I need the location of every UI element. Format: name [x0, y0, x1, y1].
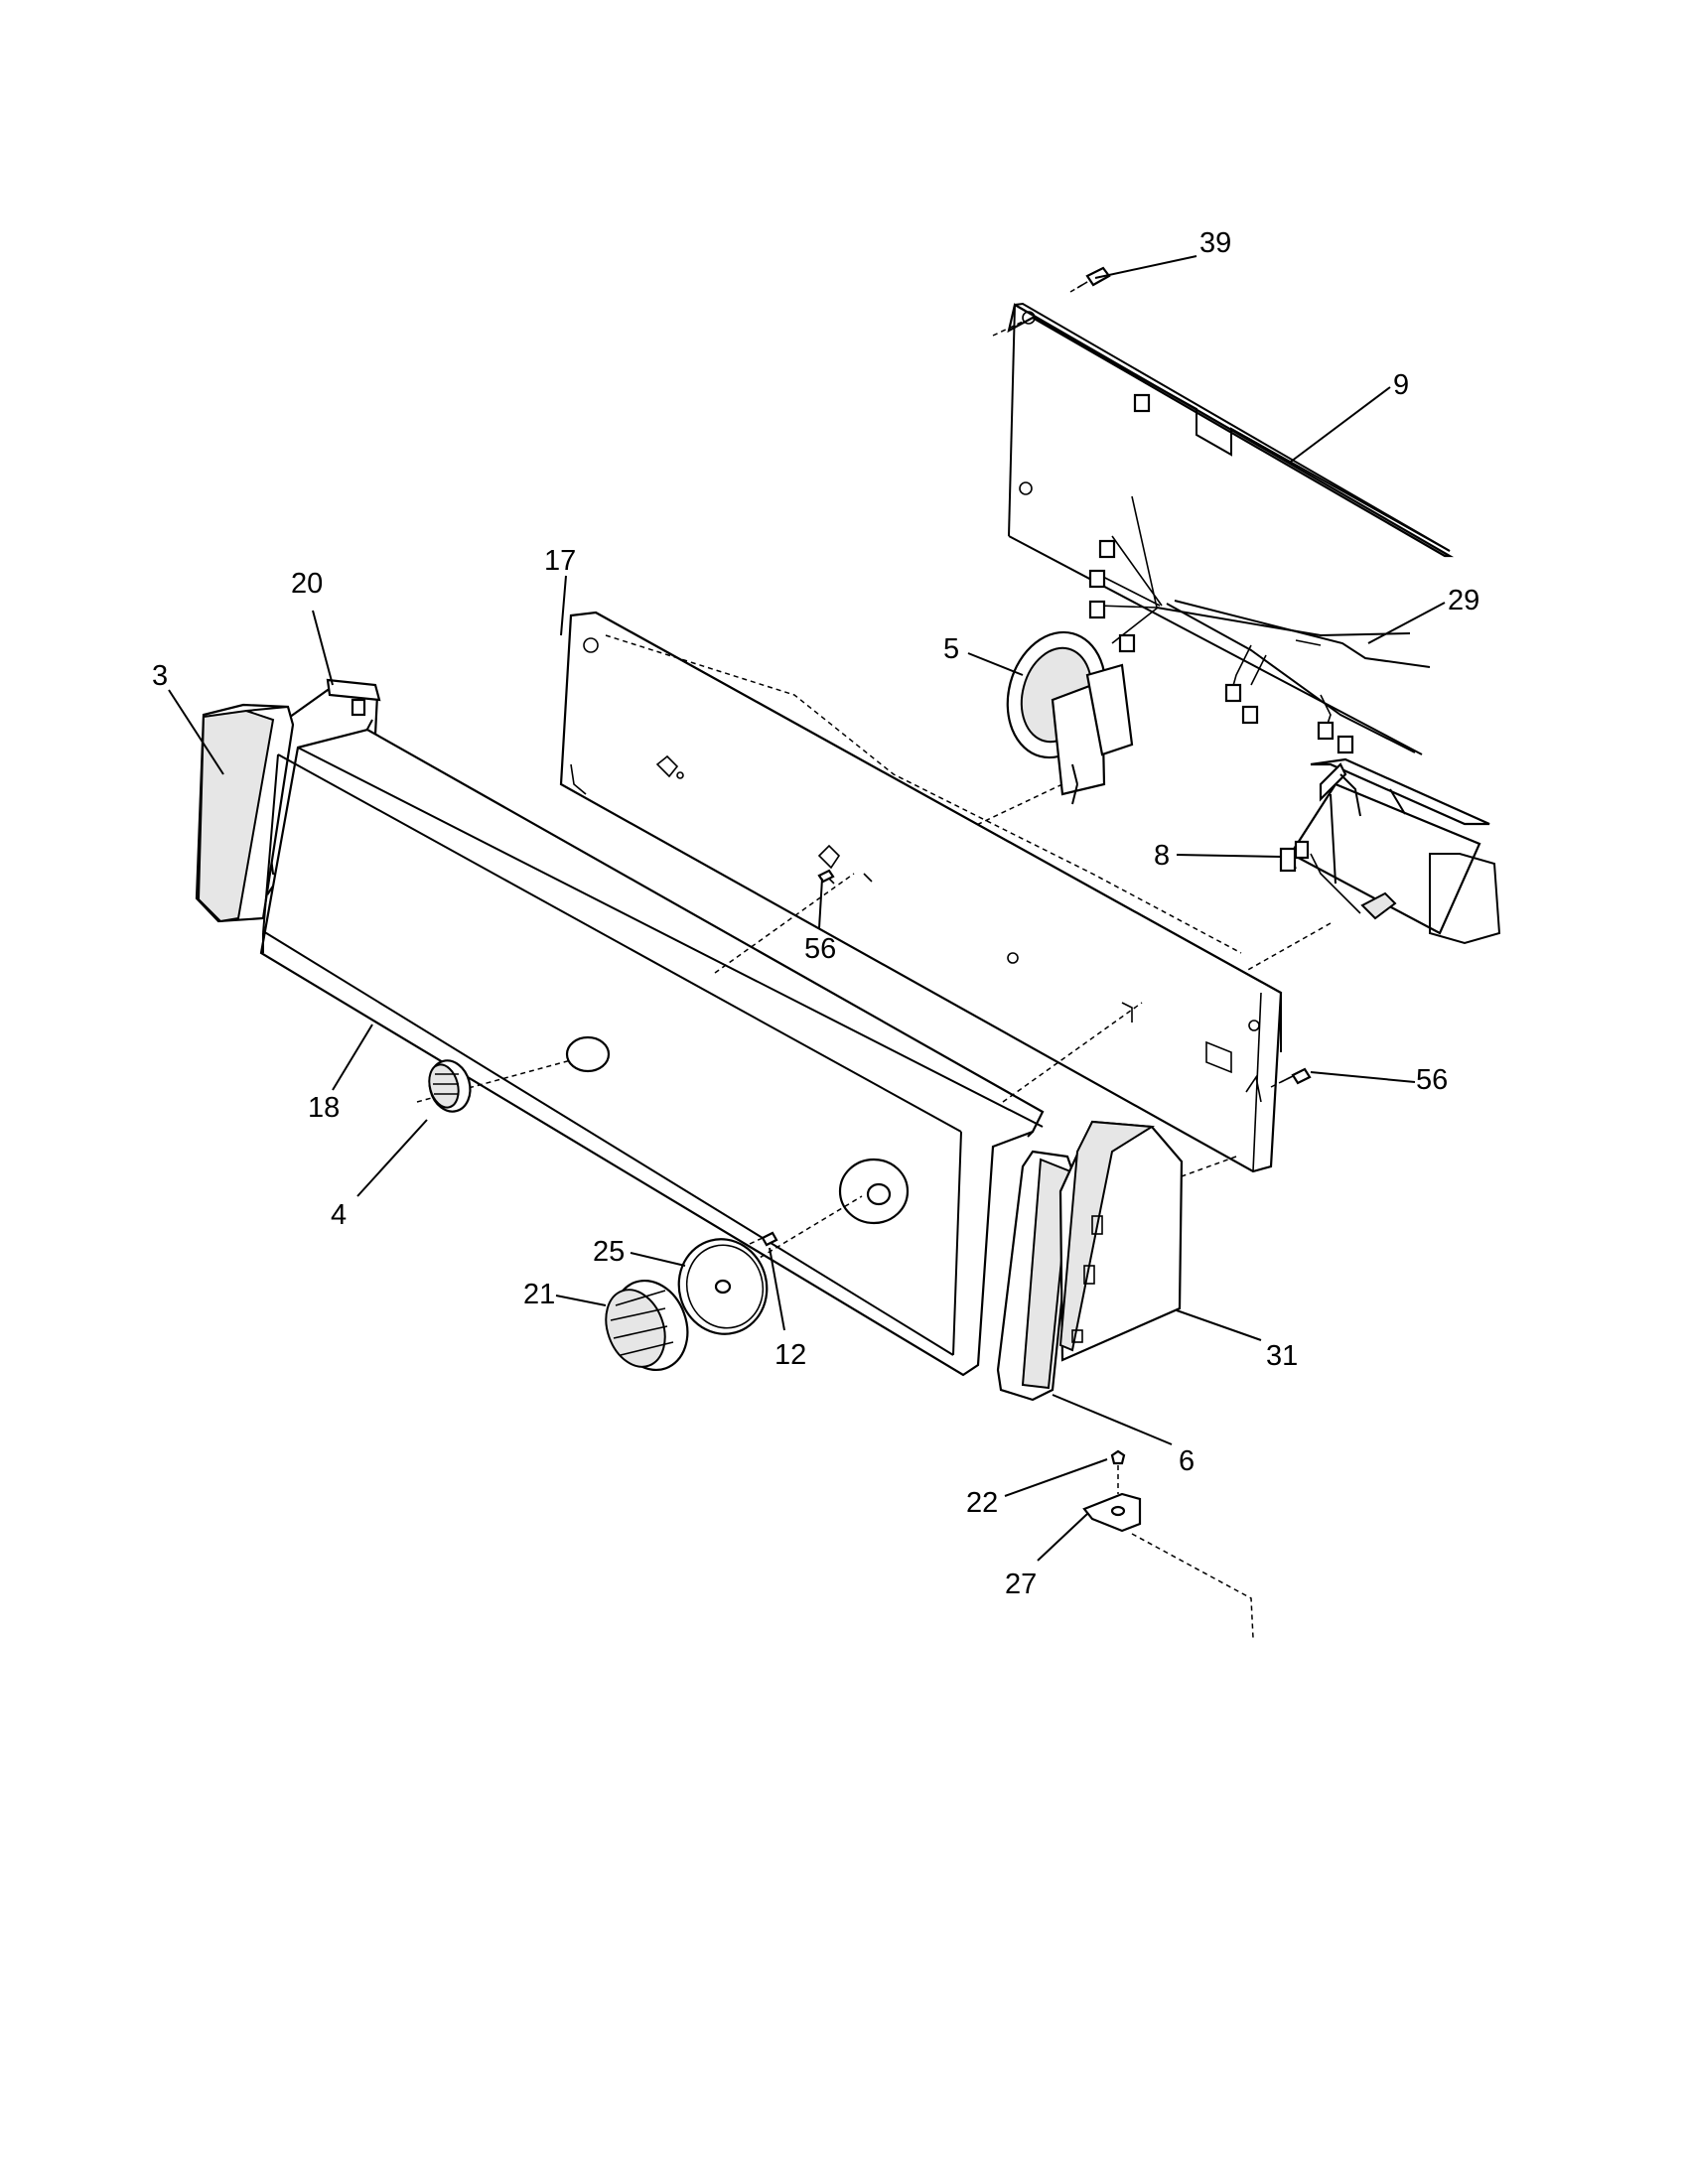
screw-12: [749, 1231, 778, 1247]
wire-harness: [1088, 393, 1431, 754]
callout-39: 39: [1199, 227, 1231, 259]
callout-17: 17: [544, 545, 576, 577]
knob-small: [428, 1059, 472, 1113]
callout-29: 29: [1448, 585, 1479, 616]
callout-56-right: 56: [1416, 1064, 1448, 1096]
callout-3: 3: [152, 660, 168, 692]
callout-6: 6: [1179, 1445, 1195, 1477]
callout-27: 27: [1005, 1569, 1037, 1600]
mounting-clip: [1082, 1492, 1254, 1639]
callout-20: 20: [291, 568, 323, 600]
callout-21: 21: [523, 1279, 555, 1310]
callout-18: 18: [308, 1092, 340, 1124]
knob-timer: [605, 1279, 689, 1372]
callout-31: 31: [1266, 1340, 1298, 1372]
callout-25: 25: [593, 1236, 625, 1268]
callout-5: 5: [943, 633, 959, 665]
console-panel: [259, 728, 1143, 1377]
screw-56-right: [1181, 1067, 1312, 1177]
callout-56-center: 56: [804, 933, 836, 965]
leader-lines: [168, 255, 1446, 1562]
timer: [1245, 757, 1501, 972]
dial-skirt: [677, 1238, 769, 1335]
callout-8: 8: [1154, 840, 1170, 872]
rear-cover-panel: [992, 302, 1455, 755]
selector-switch: [967, 630, 1134, 830]
callout-9: 9: [1393, 369, 1409, 401]
right-end-cap-bracket: [1058, 1120, 1184, 1362]
callout-labels: 39 9 29 17 5 20 3 8 56 56 18 4 25 21 12 …: [152, 227, 1479, 1600]
screw-39: [1069, 266, 1111, 293]
callout-22: 22: [966, 1487, 998, 1519]
callout-12: 12: [774, 1339, 806, 1371]
callout-4: 4: [331, 1199, 347, 1231]
right-end-cap: [996, 1150, 1076, 1402]
screw-22: [1110, 1449, 1126, 1494]
